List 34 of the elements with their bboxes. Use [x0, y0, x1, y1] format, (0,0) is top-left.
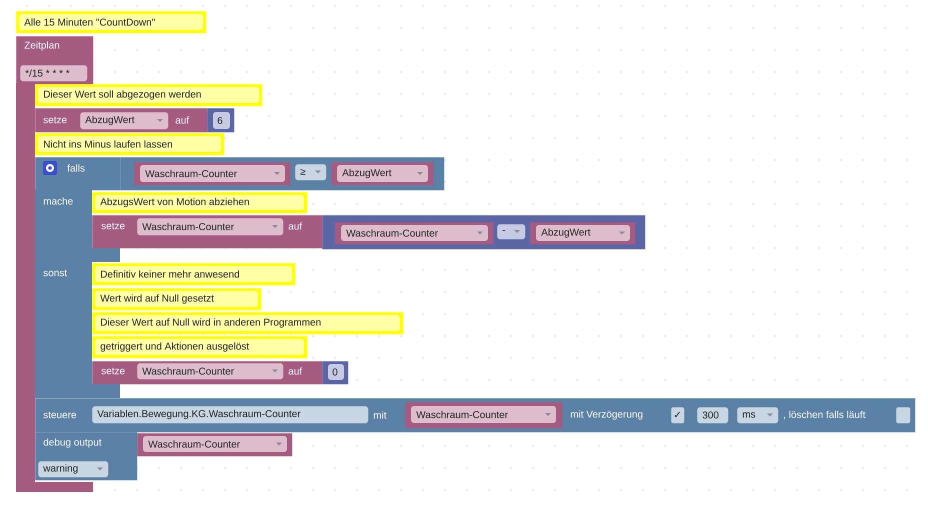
- comment-box: Nicht ins Minus laufen lassen: [35, 133, 224, 156]
- dropdown-field: -: [497, 224, 526, 240]
- variable-block: Waschraum-Counter: [137, 433, 292, 456]
- dropdown-field: ms: [737, 407, 778, 424]
- node-label: setze: [43, 116, 67, 124]
- dropdown-field: Waschraum-Counter: [137, 218, 284, 236]
- checkbox: [896, 407, 910, 424]
- node-label: auf: [176, 116, 190, 124]
- node-label: mache: [44, 197, 73, 205]
- comment-box: AbzugsWert von Motion abziehen: [92, 192, 308, 214]
- text-field: */15 * * * *: [20, 65, 88, 82]
- node-label: debug output: [44, 438, 102, 448]
- comment-box: Dieser Wert auf Null wird in anderen Programmen: [92, 312, 404, 334]
- comment-box: Definitiv keiner mehr anwesend: [92, 263, 296, 286]
- number-block: 0: [322, 361, 348, 384]
- dropdown-field: ≥: [295, 164, 326, 180]
- comment-box: getriggert und Aktionen ausgelöst: [92, 336, 308, 358]
- node-label: falls: [67, 164, 85, 172]
- number-field: 300: [697, 407, 728, 424]
- number-block: 6: [207, 108, 234, 132]
- variable-block: Waschraum-Counter: [134, 162, 290, 186]
- comment-box: Alle 15 Minuten "CountDown": [16, 11, 206, 34]
- variable-block: Waschraum-Counter: [335, 222, 494, 244]
- variable-block: AbzugWert: [331, 162, 434, 186]
- dropdown-field: Waschraum-Counter: [137, 363, 284, 380]
- variable-block: AbzugWert: [530, 222, 636, 244]
- dropdown-field: warning: [38, 461, 108, 478]
- comment-box: Wert wird auf Null gesetzt: [92, 288, 262, 310]
- dropdown-field: AbzugWert: [80, 112, 168, 130]
- comment-box: Dieser Wert soll abgezogen werden: [35, 84, 262, 106]
- checkbox: ✓: [671, 407, 684, 424]
- node-label: sonst: [43, 270, 68, 276]
- text-field: Variablen.Bewegung.KG.Waschraum-Counter: [92, 406, 368, 424]
- variable-block: Waschraum-Counter: [405, 402, 562, 428]
